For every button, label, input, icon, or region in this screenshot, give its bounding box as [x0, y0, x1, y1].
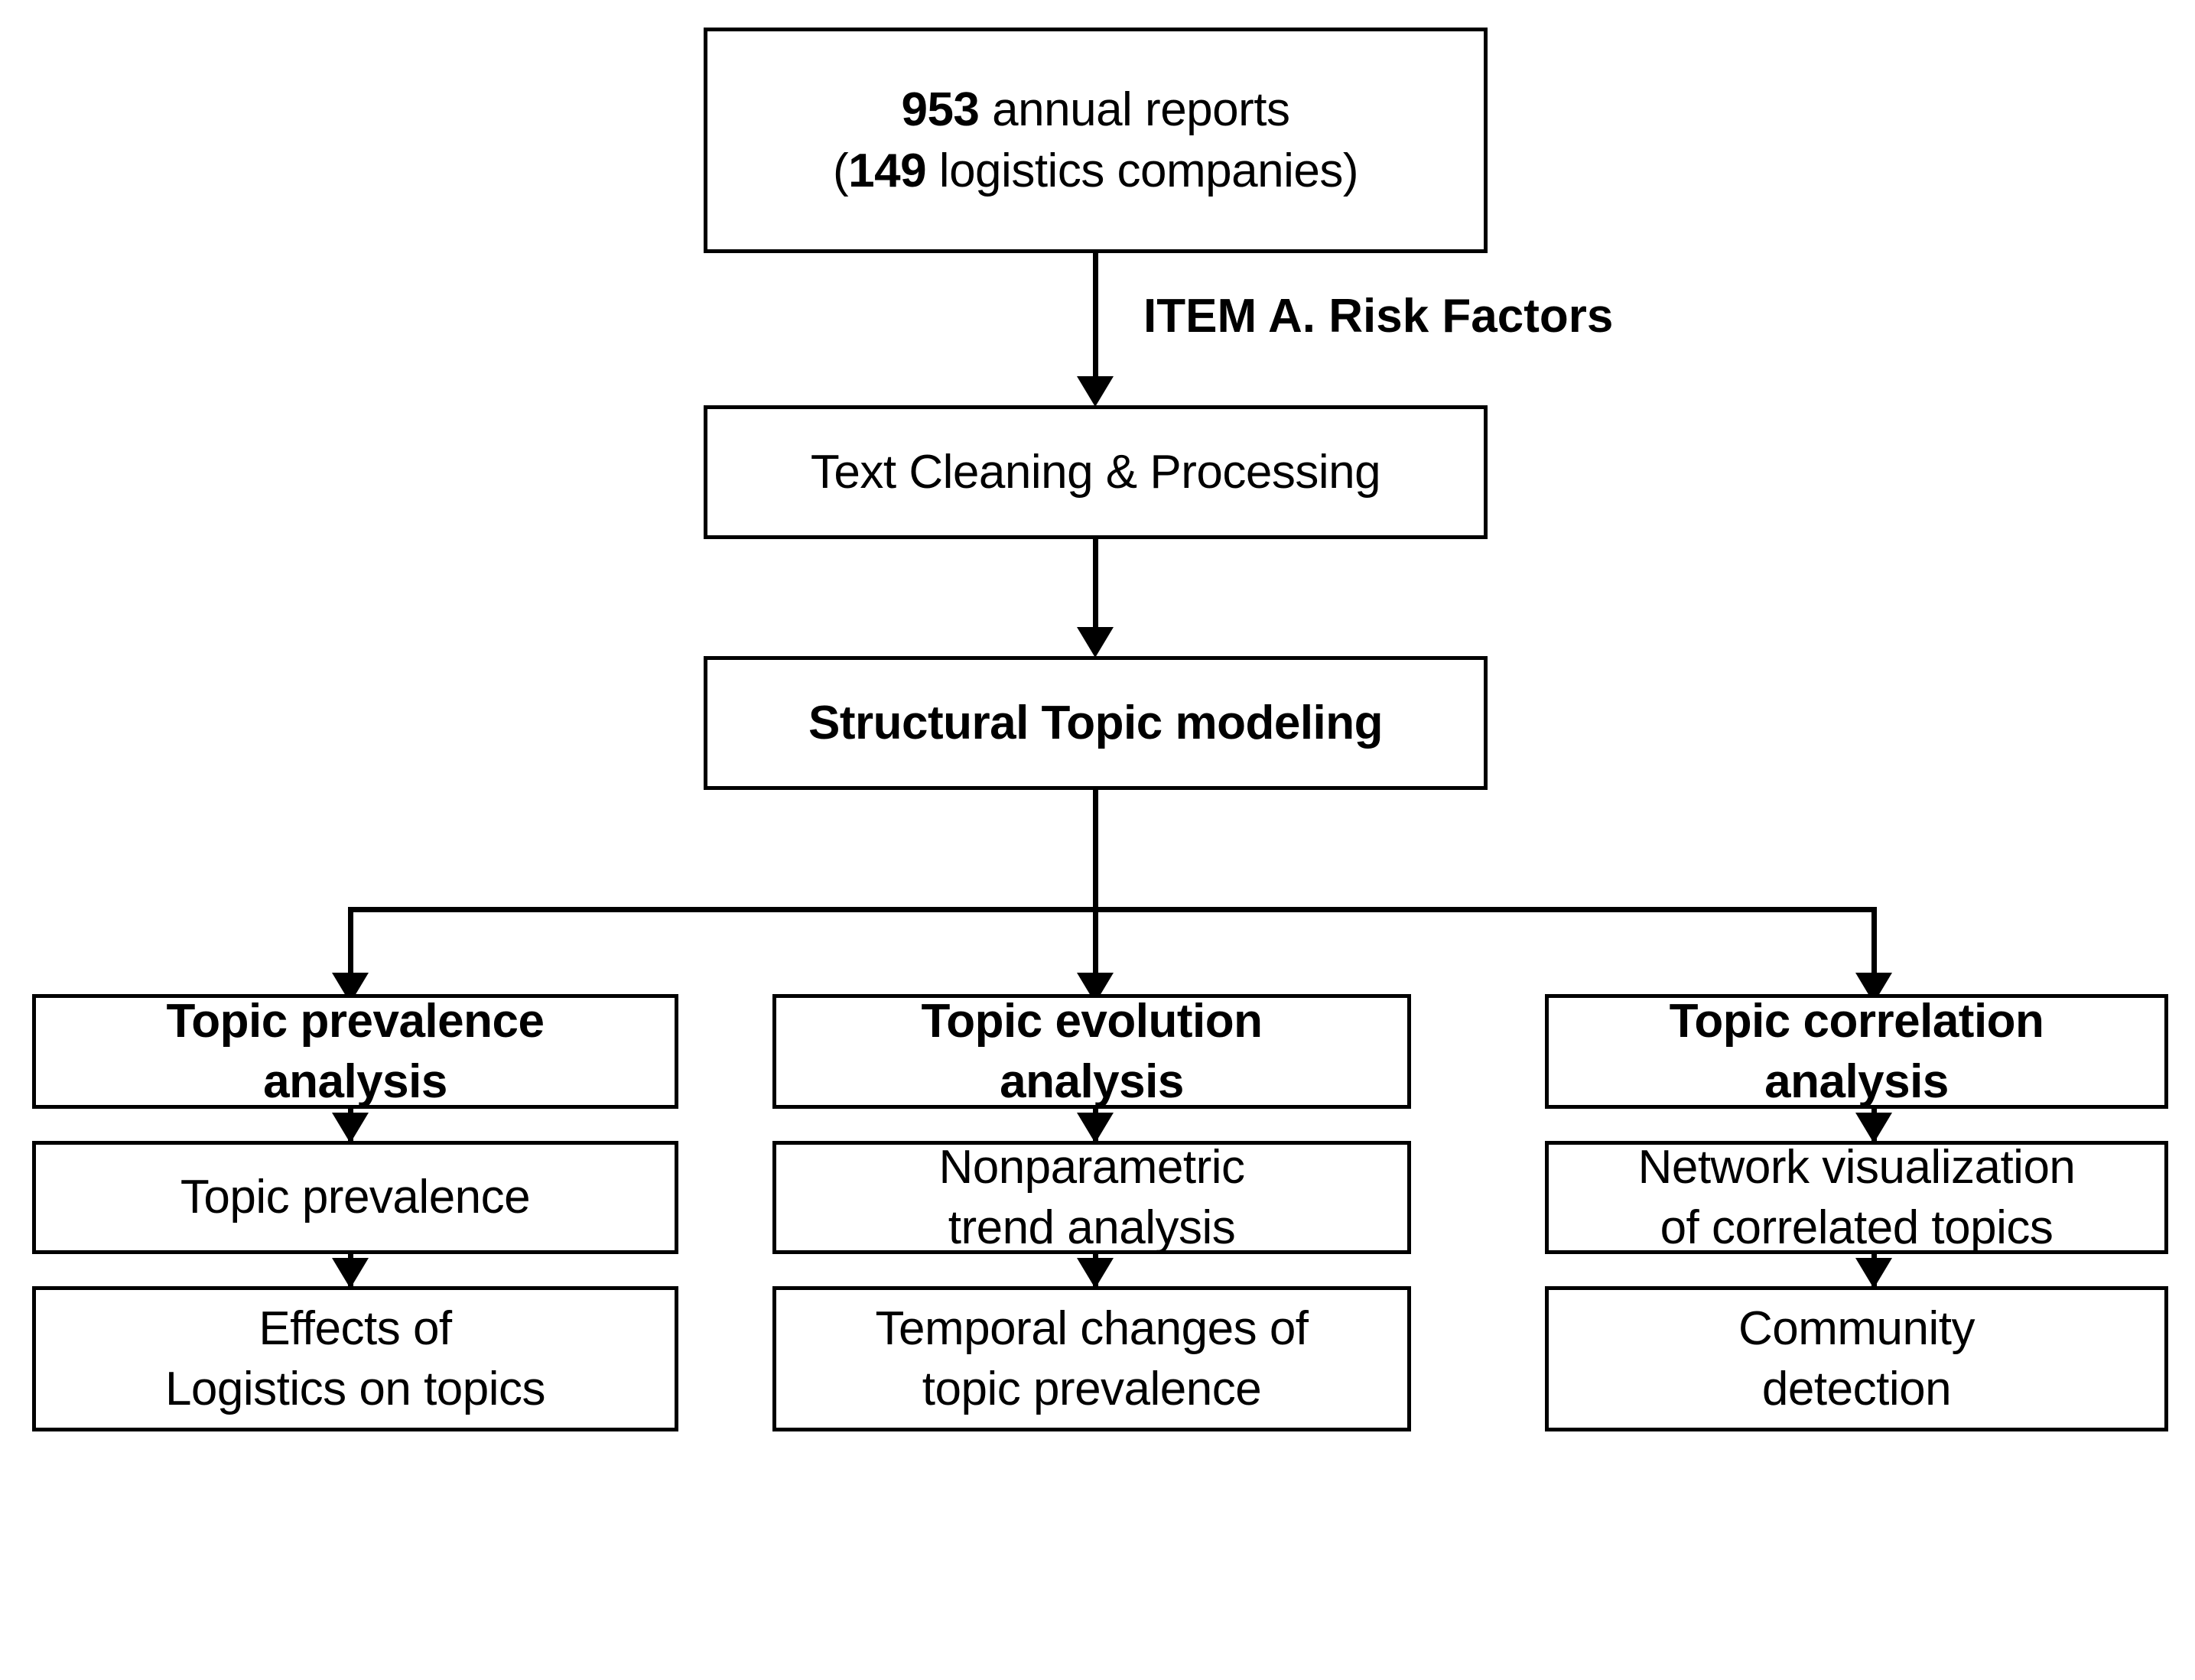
edge-cleaning-to-stm-arrowhead	[1077, 627, 1114, 658]
node-nonparametric-trend-analysis-line1: Nonparametric	[938, 1140, 1245, 1194]
edge-stm-branch-bar	[348, 907, 1877, 912]
edge-m1-to-m2-arrowhead	[1077, 1113, 1114, 1143]
node-topic-prevalence-analysis-line2: analysis	[263, 1055, 447, 1108]
node-topic-prevalence-analysis-line1: Topic prevalence	[166, 994, 545, 1048]
node-community-detection-line1: Community	[1738, 1301, 1976, 1355]
node-topic-correlation-analysis[interactable]: Topic correlation analysis	[1545, 994, 2168, 1109]
node-effects-of-logistics-line2: Logistics on topics	[164, 1363, 546, 1415]
node-topic-evolution-analysis[interactable]: Topic evolution analysis	[772, 994, 1411, 1109]
node-temporal-changes-topic-prevalence-text: Temporal changes of topic prevalence	[776, 1298, 1407, 1420]
edge-branch-right-line	[1871, 907, 1877, 983]
node-topic-prevalence[interactable]: Topic prevalence	[32, 1141, 678, 1254]
node-community-detection[interactable]: Community detection	[1545, 1286, 2168, 1431]
node-temporal-changes-line1: Temporal changes of	[875, 1301, 1309, 1355]
node-temporal-changes-topic-prevalence[interactable]: Temporal changes of topic prevalence	[772, 1286, 1411, 1431]
node-nonparametric-trend-analysis-text: Nonparametric trend analysis	[776, 1137, 1407, 1259]
node-text-cleaning-label: Text Cleaning & Processing	[810, 445, 1381, 499]
node-topic-evolution-analysis-text: Topic evolution analysis	[776, 991, 1407, 1113]
node-topic-prevalence-analysis-text: Topic prevalence analysis	[36, 991, 675, 1113]
node-community-detection-text: Community detection	[1549, 1298, 2164, 1420]
node-effects-of-logistics-text: Effects of Logistics on topics	[36, 1298, 675, 1420]
node-effects-of-logistics[interactable]: Effects of Logistics on topics	[32, 1286, 678, 1431]
node-topic-correlation-analysis-line1: Topic correlation	[1669, 994, 2044, 1048]
reports-count: 953	[901, 83, 980, 137]
companies-suffix: logistics companies)	[926, 144, 1359, 197]
node-topic-prevalence-label: Topic prevalence	[180, 1171, 531, 1224]
companies-count: 149	[848, 144, 927, 197]
edge-r1-to-r2-arrowhead	[1855, 1113, 1892, 1143]
edge-branch-middle-line	[1093, 907, 1098, 983]
edge-l2-to-l3-arrowhead	[332, 1258, 369, 1288]
reports-suffix: annual reports	[979, 83, 1290, 137]
node-network-visualization-text: Network visualization of correlated topi…	[1549, 1137, 2164, 1259]
node-temporal-changes-line2: topic prevalence	[922, 1363, 1262, 1415]
node-network-visualization[interactable]: Network visualization of correlated topi…	[1545, 1141, 2168, 1254]
edge-source-to-cleaning-arrowhead	[1077, 376, 1114, 407]
companies-paren-open: (	[832, 144, 849, 197]
edge-stm-trunk-line	[1093, 790, 1098, 912]
node-topic-prevalence-analysis[interactable]: Topic prevalence analysis	[32, 994, 678, 1109]
node-topic-evolution-analysis-line1: Topic evolution	[921, 994, 1263, 1048]
edge-source-to-cleaning-line	[1093, 253, 1098, 379]
node-annual-reports[interactable]: 953 annual reports (149 logistics compan…	[704, 28, 1488, 253]
node-network-visualization-line1: Network visualization	[1637, 1140, 2076, 1194]
node-annual-reports-text: 953 annual reports (149 logistics compan…	[707, 80, 1484, 201]
node-structural-topic-modeling-label: Structural Topic modeling	[808, 696, 1384, 749]
edge-branch-left-line	[348, 907, 353, 983]
node-structural-topic-modeling[interactable]: Structural Topic modeling	[704, 656, 1488, 790]
node-nonparametric-trend-analysis-line2: trend analysis	[948, 1201, 1236, 1254]
node-text-cleaning[interactable]: Text Cleaning & Processing	[704, 405, 1488, 539]
edge-r2-to-r3-arrowhead	[1855, 1258, 1892, 1288]
node-topic-correlation-analysis-line2: analysis	[1764, 1055, 1949, 1108]
edge-cleaning-to-stm-line	[1093, 539, 1098, 631]
node-network-visualization-line2: of correlated topics	[1660, 1201, 2054, 1254]
node-community-detection-line2: detection	[1761, 1363, 1952, 1415]
node-nonparametric-trend-analysis[interactable]: Nonparametric trend analysis	[772, 1141, 1411, 1254]
node-topic-correlation-analysis-text: Topic correlation analysis	[1549, 991, 2164, 1113]
edge-label-item-a-risk-factors: ITEM A. Risk Factors	[1143, 290, 1614, 343]
edge-l1-to-l2-arrowhead	[332, 1113, 369, 1143]
node-effects-of-logistics-line1: Effects of	[259, 1301, 452, 1355]
node-topic-evolution-analysis-line2: analysis	[1000, 1055, 1184, 1108]
edge-m2-to-m3-arrowhead	[1077, 1258, 1114, 1288]
